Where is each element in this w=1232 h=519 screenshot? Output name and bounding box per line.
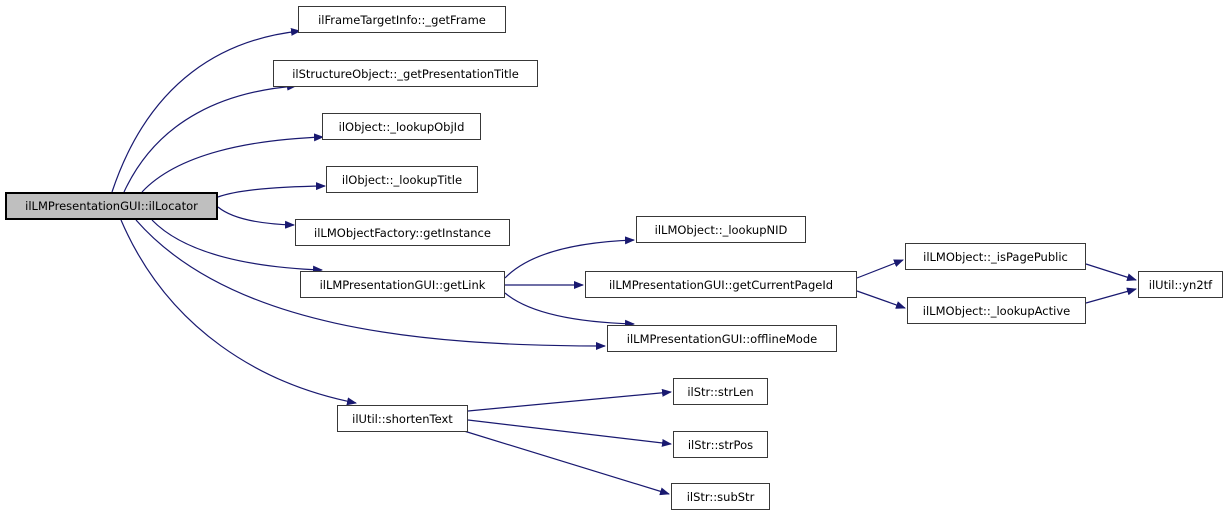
node-label: ilLMPresentationGUI::getLink [319, 277, 486, 292]
edge-ilLocator-to-shortenText [120, 219, 357, 406]
node-getFrame[interactable]: ilFrameTargetInfo::_getFrame [298, 6, 506, 33]
node-yn2tf[interactable]: ilUtil::yn2tf [1138, 271, 1223, 298]
node-label: ilLMPresentationGUI::ilLocator [25, 199, 198, 213]
node-strPos[interactable]: ilStr::strPos [673, 431, 768, 458]
edge-ilLocator-to-getLink [151, 219, 323, 274]
node-label: ilLMObject::_lookupNID [654, 222, 788, 237]
edge-ilLocator-to-lookupObjId [141, 133, 324, 193]
edge-shortenText-to-subStr [463, 430, 670, 496]
node-getInstance[interactable]: ilLMObjectFactory::getInstance [295, 219, 510, 246]
node-label: ilLMPresentationGUI::getCurrentPageId [608, 277, 834, 292]
node-lookupNID[interactable]: ilLMObject::_lookupNID [636, 216, 806, 243]
node-isPagePublic[interactable]: ilLMObject::_isPagePublic [905, 243, 1086, 270]
node-label: ilUtil::yn2tf [1148, 277, 1213, 292]
node-lookupObjId[interactable]: ilObject::_lookupObjId [322, 113, 481, 140]
edge-shortenText-to-strLen [467, 388, 672, 412]
node-label: ilLMObject::_lookupActive [922, 303, 1071, 318]
node-strLen[interactable]: ilStr::strLen [673, 378, 768, 405]
node-getLink[interactable]: ilLMPresentationGUI::getLink [300, 271, 505, 298]
edge-ilLocator-to-offlineMode [135, 219, 606, 350]
edge-shortenText-to-strPos [467, 419, 672, 447]
node-label: ilObject::_lookupTitle [341, 172, 463, 187]
node-label: ilLMObjectFactory::getInstance [314, 225, 491, 240]
edge-lookupActive-to-yn2tf [1085, 287, 1137, 304]
edge-getCurrentPageId-to-lookupActive [856, 290, 906, 309]
node-offlineMode[interactable]: ilLMPresentationGUI::offlineMode [607, 325, 837, 352]
edge-ilLocator-to-lookupTitle [217, 182, 326, 198]
edge-getLink-to-lookupNID [504, 236, 635, 279]
node-shortenText[interactable]: ilUtil::shortenText [337, 405, 468, 432]
node-label: ilUtil::shortenText [352, 411, 453, 426]
node-label: ilLMObject::_isPagePublic [923, 249, 1068, 264]
edge-ilLocator-to-getInstance [217, 206, 295, 229]
edge-group [111, 27, 1137, 496]
edge-getCurrentPageId-to-isPagePublic [856, 259, 904, 279]
node-label: ilStr::strPos [687, 437, 754, 452]
edge-ilLocator-to-getFrame [111, 27, 301, 193]
node-label: ilLMPresentationGUI::offlineMode [626, 331, 818, 346]
edge-ilLocator-to-getPresentationTitle [123, 82, 297, 193]
node-label: ilObject::_lookupObjId [338, 119, 465, 134]
node-label: ilStr::subStr [686, 489, 755, 504]
node-lookupTitle[interactable]: ilObject::_lookupTitle [326, 166, 478, 193]
edge-isPagePublic-to-yn2tf [1085, 263, 1137, 282]
node-subStr[interactable]: ilStr::subStr [671, 483, 770, 510]
node-getPresentationTitle[interactable]: ilStructureObject::_getPresentationTitle [273, 60, 538, 87]
node-label: ilStr::strLen [687, 384, 754, 399]
node-label: ilStructureObject::_getPresentationTitle [292, 66, 519, 81]
node-label: ilFrameTargetInfo::_getFrame [318, 12, 486, 27]
node-ilLocator: ilLMPresentationGUI::ilLocator [5, 192, 218, 220]
edge-getLink-to-offlineMode [504, 292, 635, 328]
node-getCurrentPageId[interactable]: ilLMPresentationGUI::getCurrentPageId [585, 271, 857, 298]
node-lookupActive[interactable]: ilLMObject::_lookupActive [907, 297, 1086, 324]
